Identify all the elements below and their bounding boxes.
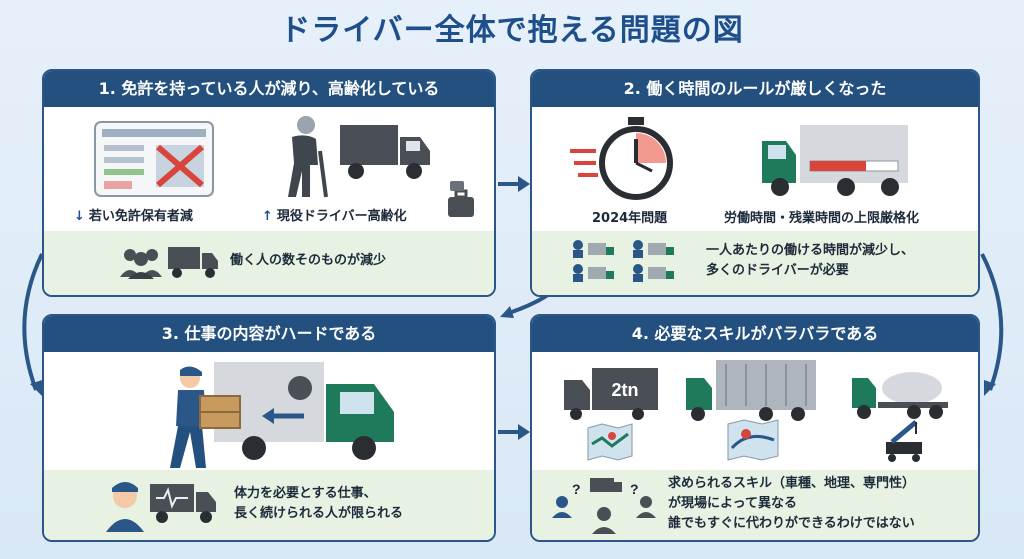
caption-work-hour-limit: 労働時間・残業時間の上限厳格化 bbox=[724, 211, 920, 226]
crane-icon bbox=[886, 420, 922, 462]
footer-text: 求められるスキル（車種、地理、専門性） が現場によって異なる 誰でもすぐに代わり… bbox=[668, 476, 916, 531]
footer-text: 体力を必要とする仕事、 長く続けられる人が限られる bbox=[234, 486, 404, 521]
stopwatch-icon bbox=[570, 117, 673, 200]
panel-footer: 働く人の数そのものが減少 bbox=[44, 231, 494, 295]
truck-icon bbox=[150, 484, 216, 523]
caption-aging-drivers: ↑現役ドライバー高齢化 bbox=[262, 209, 407, 224]
truck-icon bbox=[340, 125, 430, 179]
arrow-up-icon: ↑ bbox=[262, 209, 273, 224]
elderly-person-icon bbox=[288, 116, 328, 198]
panel-heading: 4. 必要なスキルがバラバラである bbox=[532, 316, 978, 352]
map-icon bbox=[727, 419, 779, 461]
worker-carrying-box-icon bbox=[170, 366, 241, 468]
people-group-icon bbox=[120, 249, 162, 279]
panel-heading: 1. 免許を持っている人が減り、高齢化している bbox=[44, 71, 494, 107]
panel-hard-work: 3. 仕事の内容がハードである 体力を必要とする仕事、 長く続けられ bbox=[42, 314, 496, 542]
truck-icon bbox=[762, 125, 908, 196]
truck-label-2tn: 2tn bbox=[612, 380, 639, 400]
svg-text:?: ? bbox=[630, 481, 639, 497]
map-icon bbox=[587, 423, 633, 461]
tired-worker-icon bbox=[106, 482, 144, 532]
drivers-trucks-grid-icon bbox=[573, 240, 674, 282]
caption-young-license: ↓若い免許保有者減 bbox=[74, 209, 193, 224]
small-truck-icon: 2tn bbox=[564, 368, 658, 420]
panel-varied-skills: 4. 必要なスキルがバラバラである 2tn bbox=[530, 314, 980, 542]
truck-icon bbox=[168, 247, 218, 278]
page-title: ドライバー全体で抱える問題の図 bbox=[280, 13, 744, 48]
footer-text: 一人あたりの働ける時間が減少し、 多くのドライバーが必要 bbox=[706, 243, 915, 278]
panel-footer: 体力を必要とする仕事、 長く続けられる人が限られる bbox=[44, 470, 494, 540]
luggage-icon bbox=[448, 181, 474, 217]
arrow-right-loop bbox=[980, 253, 1004, 396]
arrow-1-to-2 bbox=[498, 176, 530, 192]
panel-license-aging: 1. 免許を持っている人が減り、高齢化している ↓若い免許保有者減 ↑現役ドライ… bbox=[42, 69, 496, 297]
caption-2024-problem: 2024年問題 bbox=[592, 211, 668, 226]
license-card-icon bbox=[94, 121, 214, 197]
arrow-left-loop bbox=[22, 253, 44, 396]
panel-footer: ? ? 求められるスキル（車種、地理、専門性） が現場によって異なる 誰でもすぐ… bbox=[532, 470, 978, 540]
mixer-truck-icon bbox=[852, 372, 948, 419]
panel-heading: 3. 仕事の内容がハードである bbox=[44, 316, 494, 352]
panel-heading: 2. 働く時間のルールが厳しくなった bbox=[532, 71, 978, 107]
container-truck-icon bbox=[686, 360, 816, 421]
footer-text: 働く人の数そのものが減少 bbox=[230, 253, 387, 268]
arrow-down-icon: ↓ bbox=[74, 209, 85, 224]
arrow-3-to-4 bbox=[498, 424, 530, 440]
people-question-icon: ? ? bbox=[552, 478, 656, 534]
svg-text:?: ? bbox=[572, 481, 581, 497]
panel-work-hour-rules: 2. 働く時間のルールが厳しくなった 2024年問題 労働時間・残業時間の上限厳… bbox=[530, 69, 980, 297]
panel-footer: 一人あたりの働ける時間が減少し、 多くのドライバーが必要 bbox=[532, 231, 978, 295]
